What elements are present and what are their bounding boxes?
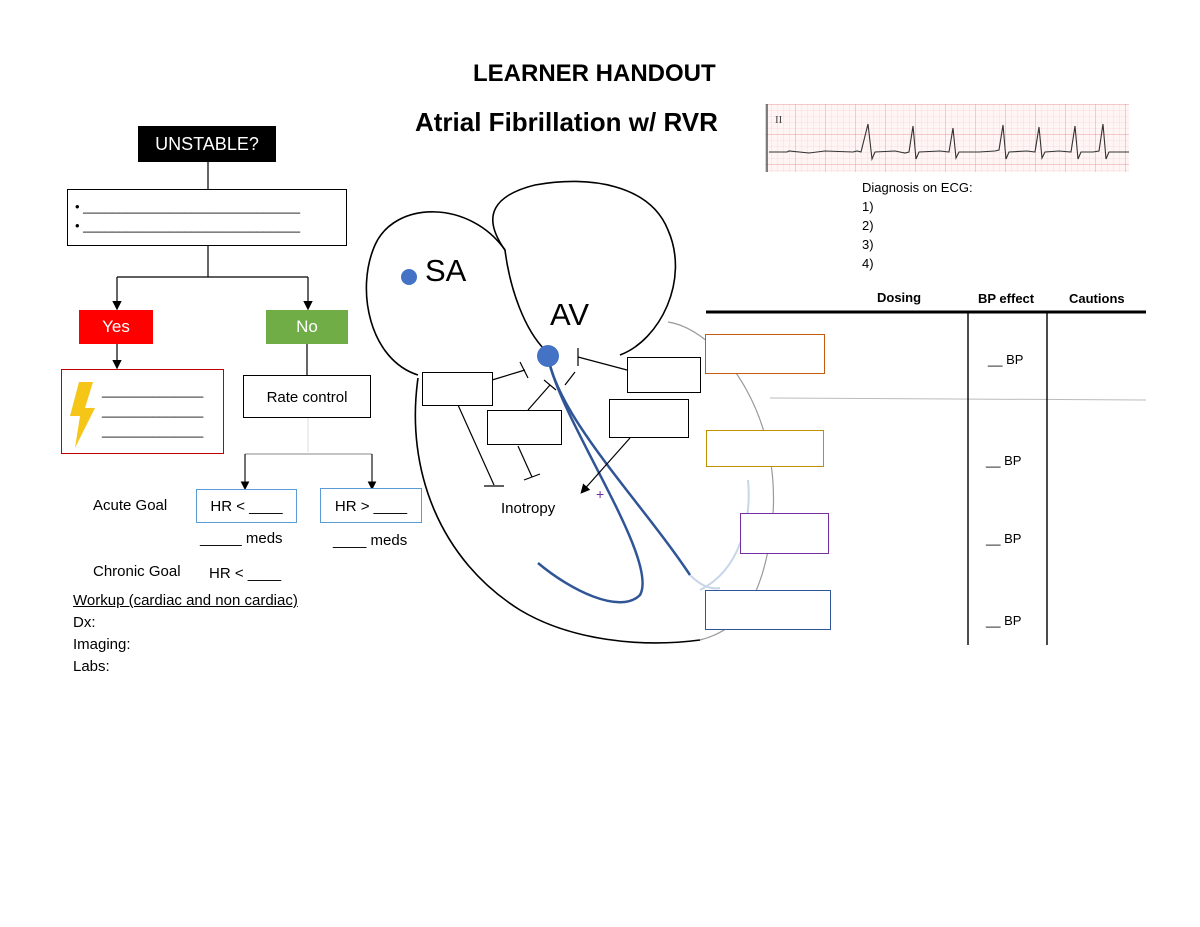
table-header-dosing: Dosing — [877, 290, 922, 305]
unstable-box: UNSTABLE? — [138, 126, 276, 162]
heart-blank-box-3[interactable] — [627, 357, 701, 393]
ecg-diagnosis-item: 3) — [862, 237, 874, 252]
no-box: No — [266, 310, 348, 344]
rate-control-box: Rate control — [243, 375, 371, 418]
page-title: LEARNER HANDOUT — [473, 60, 716, 87]
acute-hr-lt-label: HR < ____ — [210, 498, 283, 515]
inotropy-plus-sign: + — [596, 486, 605, 502]
drug-box-4[interactable] — [705, 590, 831, 630]
ecg-strip: II — [765, 104, 1129, 172]
acute-goal-label: Acute Goal — [93, 497, 168, 514]
ecg-diagnosis-item: 4) — [862, 256, 874, 271]
rate-control-label: Rate control — [266, 389, 348, 406]
criteria-line: • ______________________________ — [75, 218, 301, 233]
bp-effect-cell[interactable]: __ BP — [986, 531, 1022, 546]
ecg-strip-graphic — [765, 104, 1129, 172]
bp-effect-cell[interactable]: __ BP — [986, 613, 1022, 628]
ecg-diagnosis-title: Diagnosis on ECG: — [862, 180, 973, 195]
workup-item-labs: Labs: — [73, 658, 110, 675]
acute-hr-gt-box[interactable]: HR > ____ — [320, 488, 422, 523]
sa-node — [401, 269, 417, 285]
shock-lines: ______________ ______________ __________… — [102, 381, 203, 441]
bp-effect-cell[interactable]: __ BP — [988, 352, 1024, 367]
acute-hr-lt-box[interactable]: HR < ____ — [196, 489, 297, 523]
unstable-criteria-box[interactable]: • ______________________________ • _____… — [67, 189, 347, 246]
meds-left-label: _____ meds — [200, 530, 283, 547]
workup-item-dx: Dx: — [73, 614, 96, 631]
ecg-diagnosis-item: 1) — [862, 199, 874, 214]
av-node — [537, 345, 559, 367]
yes-label: Yes — [102, 317, 130, 336]
meds-right-label: ____ meds — [333, 532, 408, 549]
chronic-hr-label: HR < ____ — [209, 565, 282, 582]
inotropy-label: Inotropy — [501, 500, 556, 517]
shock-line: ______________ — [102, 423, 204, 438]
shock-line: ______________ — [102, 403, 204, 418]
acute-hr-gt-label: HR > ____ — [334, 498, 408, 515]
lightning-bolt-icon — [70, 382, 95, 448]
heart-blank-box-1[interactable] — [422, 372, 493, 406]
shock-line: ______________ — [102, 383, 204, 398]
heart-blank-box-2[interactable] — [487, 410, 562, 445]
table-header-cautions: Cautions — [1069, 291, 1125, 306]
no-label: No — [296, 317, 318, 336]
shock-box[interactable]: ______________ ______________ __________… — [61, 369, 224, 454]
table-header-bp-effect: BP effect — [978, 291, 1035, 306]
criteria-line: • ______________________________ — [75, 199, 301, 214]
ecg-diagnosis-section: Diagnosis on ECG: 1) 2) 3) 4) — [862, 178, 973, 273]
page-subtitle: Atrial Fibrillation w/ RVR — [415, 107, 718, 137]
yes-box: Yes — [79, 310, 153, 344]
ecg-diagnosis-item: 2) — [862, 218, 874, 233]
heart-blank-box-4[interactable] — [609, 399, 689, 438]
drug-box-1[interactable] — [705, 334, 825, 374]
unstable-label: UNSTABLE? — [155, 134, 259, 154]
workup-title: Workup (cardiac and non cardiac) — [73, 592, 298, 609]
av-label: AV — [550, 297, 590, 332]
chronic-goal-label: Chronic Goal — [93, 563, 181, 580]
bp-effect-cell[interactable]: __ BP — [986, 453, 1022, 468]
ecg-lead-label: II — [775, 114, 783, 126]
drug-box-3[interactable] — [740, 513, 829, 554]
drug-box-2[interactable] — [706, 430, 824, 467]
sa-label: SA — [425, 253, 467, 288]
workup-item-imaging: Imaging: — [73, 636, 131, 653]
